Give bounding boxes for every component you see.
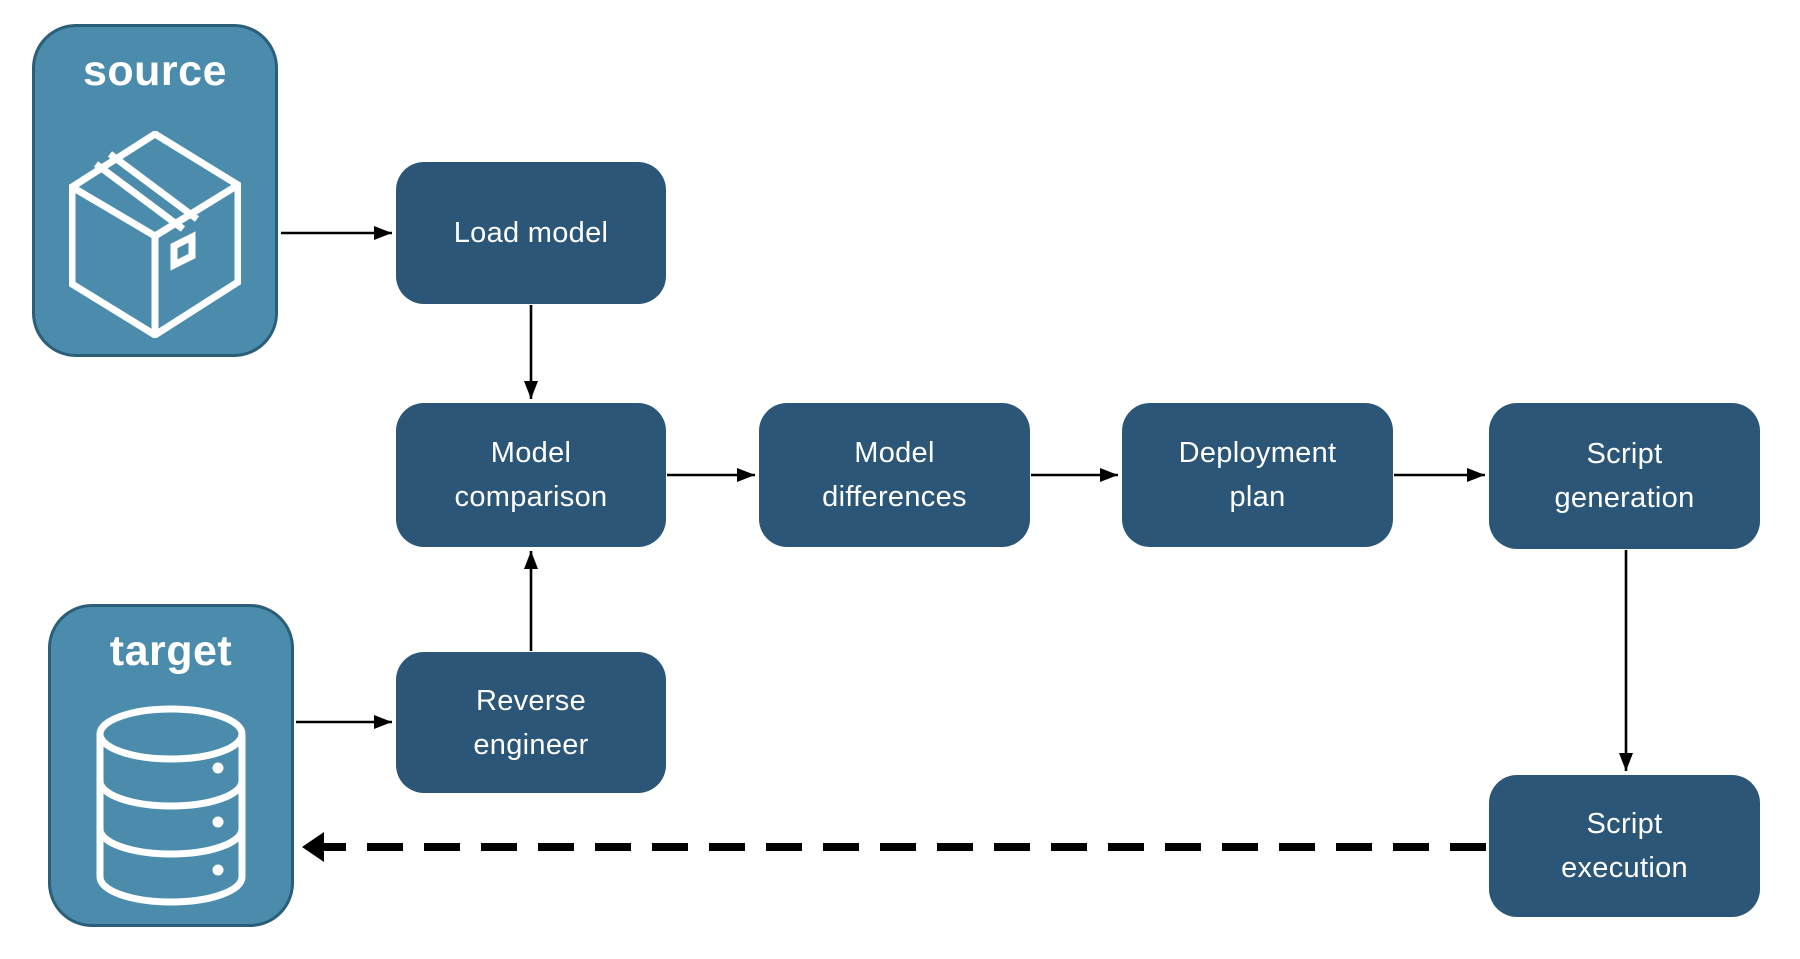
node-reverse-engineer: Reverse engineer (396, 652, 666, 793)
node-model-differences: Model differences (759, 403, 1030, 547)
entity-target: target (48, 604, 294, 927)
node-label: Script execution (1561, 808, 1688, 884)
node-label: Model comparison (454, 437, 608, 513)
node-script-generation: Script generation (1489, 403, 1760, 549)
node-label: Model differences (822, 437, 967, 513)
entity-source: source (32, 24, 278, 357)
target-label: target (109, 627, 233, 675)
node-label: Script generation (1554, 438, 1695, 514)
node-model-comparison: Model comparison (396, 403, 666, 547)
node-label: Load model (453, 217, 609, 249)
node-deployment-plan: Deployment plan (1122, 403, 1393, 547)
node-label: Reverse engineer (473, 684, 589, 761)
database-icon (96, 705, 246, 907)
node-script-execution: Script execution (1489, 775, 1760, 917)
source-label: source (82, 47, 227, 95)
node-load-model: Load model (396, 162, 666, 304)
package-icon (69, 131, 241, 338)
node-label: Deployment plan (1178, 437, 1337, 513)
